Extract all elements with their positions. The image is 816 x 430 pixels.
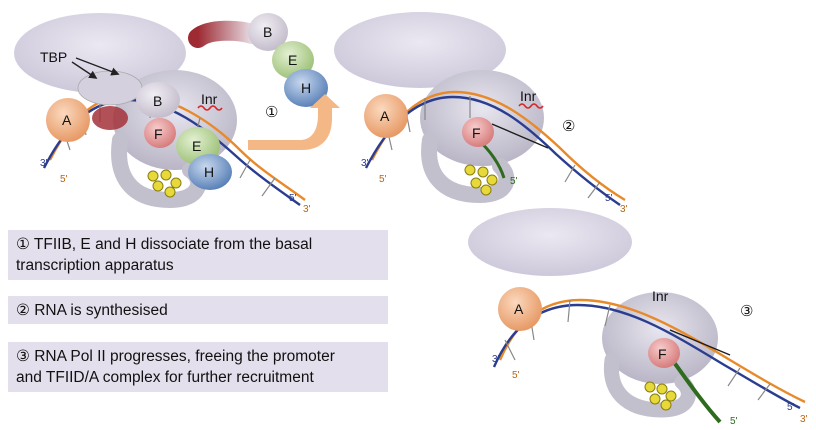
ctd-dots	[147, 169, 182, 198]
factor-f-shape-2	[462, 117, 494, 147]
label-e-free: E	[288, 52, 297, 68]
free-h-shape	[284, 69, 328, 107]
label-5prime-1a: 5'	[60, 174, 68, 185]
label-5prime-rna-2: 5'	[510, 176, 518, 187]
label-f-3: F	[658, 346, 667, 362]
tbp-shape	[77, 70, 143, 106]
label-b-1: B	[153, 93, 162, 109]
factor-a-shape	[46, 98, 90, 142]
free-b-shape	[248, 13, 288, 51]
factor-f-shape-3	[648, 338, 680, 368]
label-5prime-2b: 5'	[605, 193, 613, 204]
label-inr-1: Inr	[201, 91, 218, 107]
label-step2: ②	[562, 118, 575, 135]
label-5prime-3b: 5'	[787, 402, 795, 413]
rna-helix-3	[669, 329, 731, 356]
label-b-free: B	[263, 24, 272, 40]
tbp-arrow-2	[75, 57, 120, 76]
label-3prime-1b: 3'	[303, 204, 311, 215]
caption-step2: ② RNA is synthesised	[8, 296, 388, 324]
factor-a-shape-2	[364, 94, 408, 138]
label-inr-3: Inr	[652, 288, 669, 304]
caption-step3-line1: ③ RNA Pol II progresses, freeing the pro…	[16, 348, 335, 365]
dissociating-factors: B E H ①	[188, 13, 328, 121]
caption-step1-line2: transcription apparatus	[16, 257, 174, 274]
caption-step3: ③ RNA Pol II progresses, freeing the pro…	[8, 342, 388, 392]
panel-2: A F Inr ② 3' 5' 5' 5' 3'	[334, 12, 628, 215]
label-3prime-2a: 3'	[361, 158, 369, 169]
label-3prime-3b: 3'	[800, 414, 808, 425]
label-f-2: F	[472, 125, 481, 141]
label-step1: ①	[265, 104, 278, 121]
tfiid-top-lobe-3	[468, 208, 632, 276]
label-a-1: A	[62, 112, 72, 128]
label-step3: ③	[740, 303, 753, 320]
label-5prime-rna-3: 5'	[730, 416, 738, 427]
inr-wave-2	[518, 103, 544, 109]
ctd-dots-2	[464, 164, 498, 196]
caption-step3-line2: and TFIID/A complex for further recruitm…	[16, 369, 314, 386]
label-tbp: TBP	[40, 49, 67, 65]
caption-step1: ① TFIIB, E and H dissociate from the bas…	[8, 230, 388, 280]
label-3prime-3a: 3'	[492, 354, 500, 365]
factor-a-shape-3	[498, 287, 542, 331]
factor-b-shape	[136, 82, 180, 118]
label-3prime-2b: 3'	[620, 204, 628, 215]
label-h-free: H	[301, 80, 311, 96]
tfiid-top-lobe	[14, 13, 186, 93]
tfiid-top-lobe-2	[334, 12, 506, 88]
label-h-1: H	[204, 164, 214, 180]
pol-ii-clamp-3	[603, 352, 696, 418]
ctd-dots-3	[644, 381, 677, 411]
label-e-1: E	[192, 138, 201, 154]
inr-wave-1	[197, 105, 223, 111]
factor-h-shape	[188, 154, 232, 190]
label-a-3: A	[514, 301, 524, 317]
tbp-arrow-1	[71, 61, 98, 79]
label-inr-2: Inr	[520, 88, 537, 104]
label-5prime-2a: 5'	[379, 174, 387, 185]
caption-step1-line1: ① TFIIB, E and H dissociate from the bas…	[16, 236, 313, 253]
label-5prime-1b: 5'	[289, 193, 297, 204]
pol-ii-clamp-2	[421, 132, 515, 204]
panel-1: TBP A B F E H Inr 3' 5' 5' 3'	[14, 13, 311, 215]
caption-step2-line: ② RNA is synthesised	[16, 302, 168, 319]
label-f-1: F	[154, 126, 163, 142]
panel-3: A F Inr ③ 3' 5' 5' 5' 3'	[468, 208, 808, 427]
label-a-2: A	[380, 108, 390, 124]
transition-arrow	[248, 94, 340, 150]
factor-b-red-shape	[92, 106, 128, 130]
free-b-tail	[188, 20, 262, 48]
rna-helix-2	[491, 123, 549, 149]
label-3prime-1a: 3'	[40, 158, 48, 169]
label-5prime-3a: 5'	[512, 370, 520, 381]
factor-f-shape	[144, 118, 176, 148]
